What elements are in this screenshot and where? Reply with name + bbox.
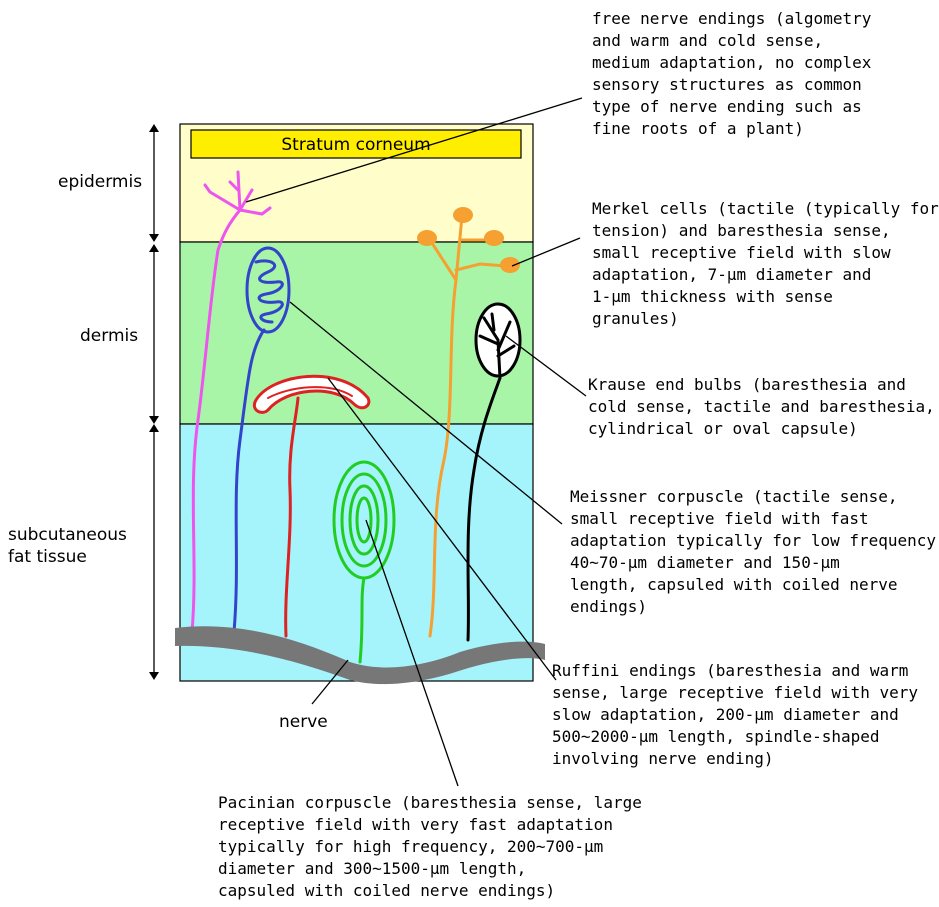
nerve-label: nerve xyxy=(279,712,328,732)
ruffini-ending xyxy=(253,374,371,638)
dermis-label: dermis xyxy=(80,326,139,346)
merkel-cell-discs xyxy=(417,207,520,273)
pacinian-corpuscle-callout: Pacinian corpuscle (baresthesia sense, l… xyxy=(218,793,642,900)
free-nerve-ending xyxy=(190,170,272,634)
krause-end-bulb xyxy=(466,302,522,642)
meissner-corpuscle xyxy=(232,246,291,634)
subcutaneous-label: subcutaneous fat tissue xyxy=(8,525,127,567)
free-nerve-endings-callout: free nerve endings (algometry and warm a… xyxy=(592,9,872,138)
stratum-corneum-bar xyxy=(190,129,522,159)
epidermis-label: epidermis xyxy=(58,172,143,192)
pacinian-corpuscle xyxy=(332,460,396,664)
stratum-corneum-label: Stratum corneum xyxy=(281,135,430,155)
meissner-corpuscle-callout: Meissner corpuscle (tactile sense, small… xyxy=(570,487,939,616)
leader-lines xyxy=(245,97,587,787)
ruffini-endings-callout: Ruffini endings (baresthesia and warm se… xyxy=(552,661,919,768)
nerve-band xyxy=(175,626,545,685)
merkel-cells-callout: Merkel cells (tactile (typically for ten… xyxy=(592,199,939,328)
krause-end-bulbs-callout: Krause end bulbs (baresthesia and cold s… xyxy=(588,375,935,438)
